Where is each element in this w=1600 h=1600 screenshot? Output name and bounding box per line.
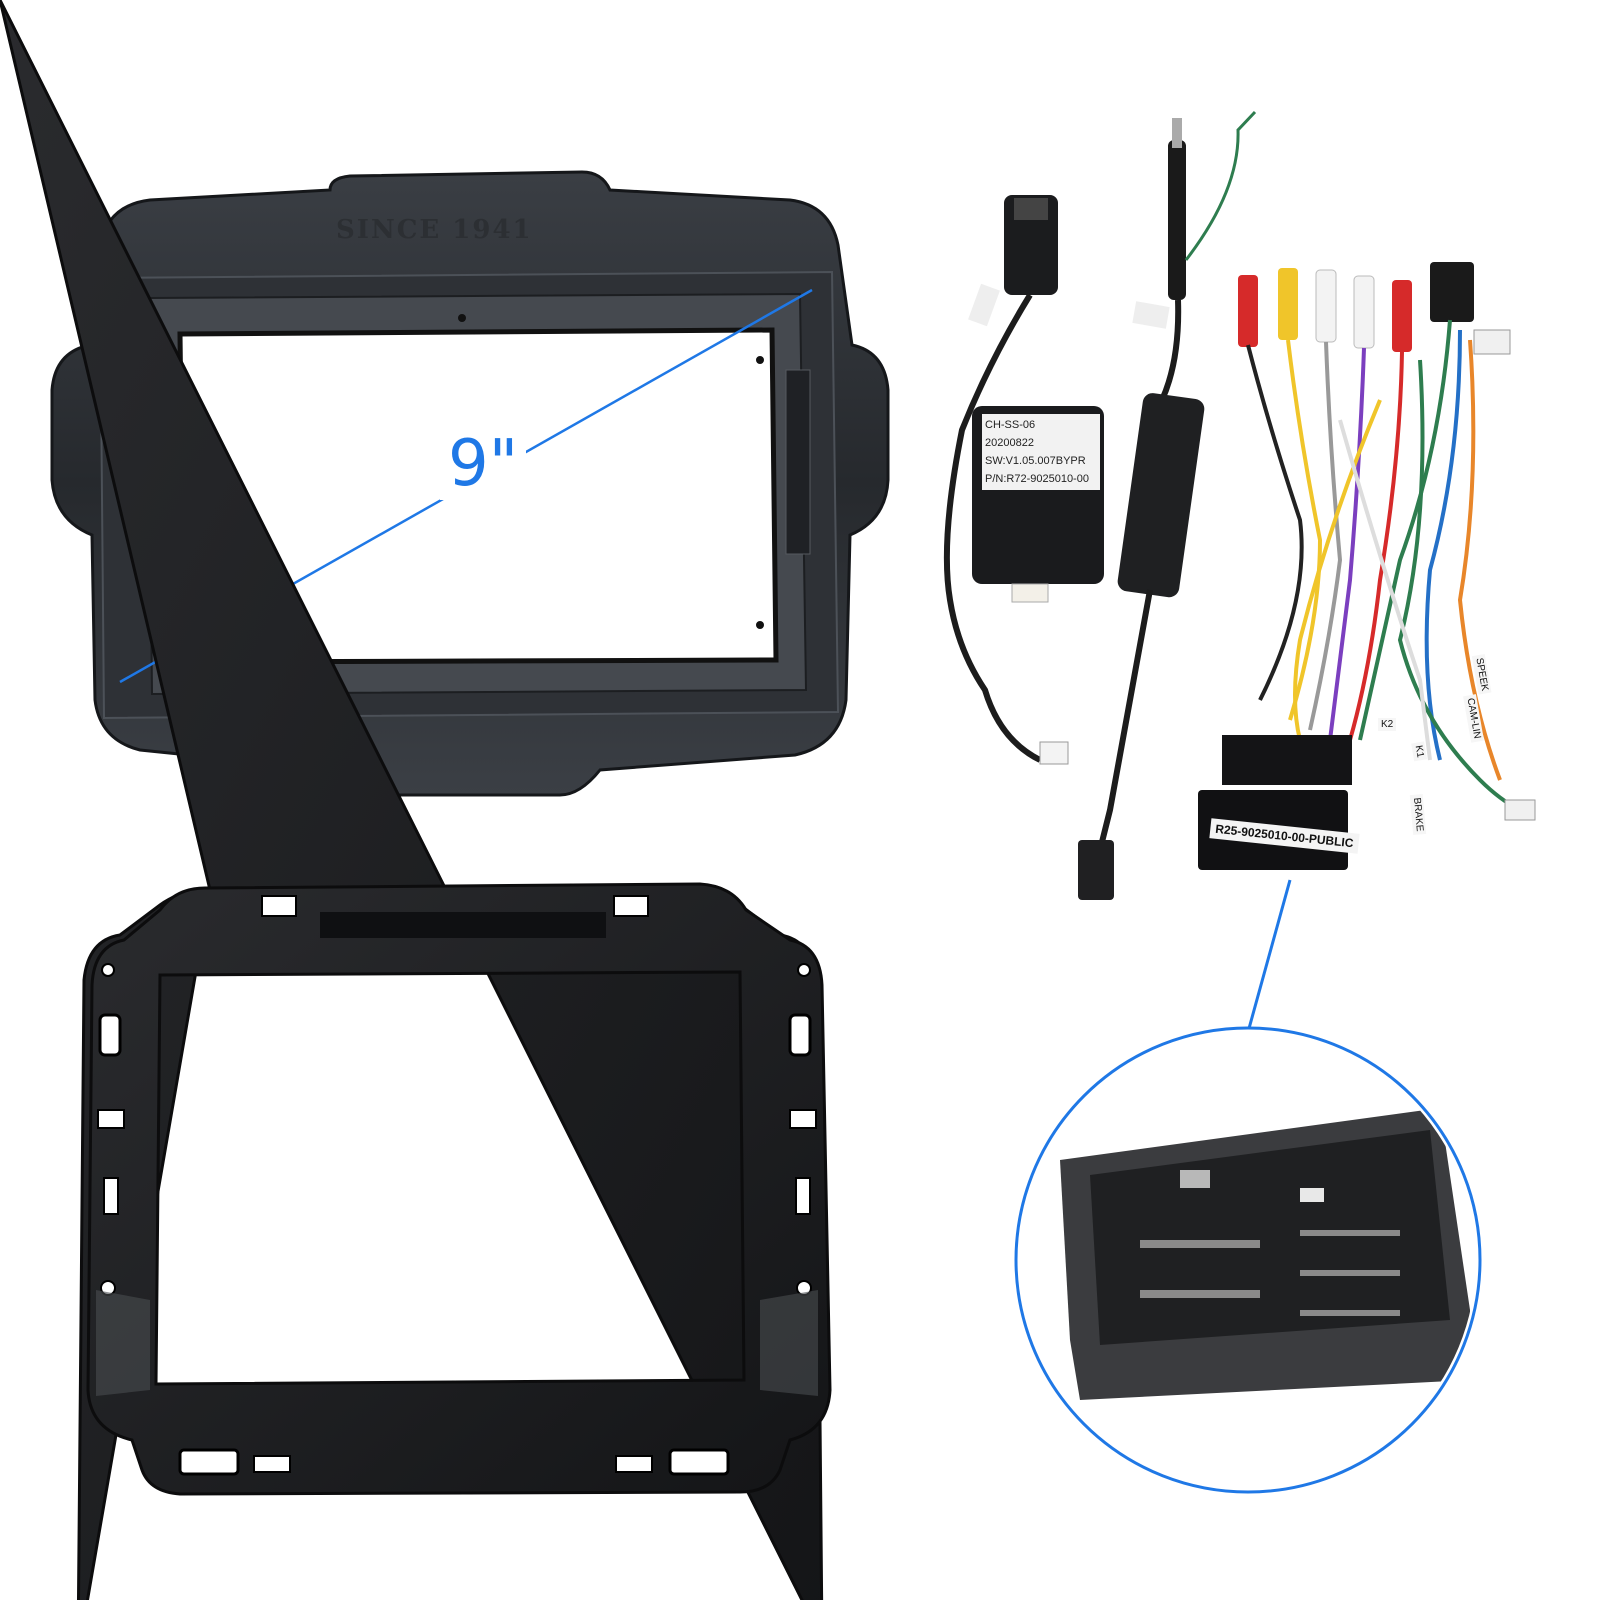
module-label-line1: CH-SS-06 [985, 419, 1036, 431]
module-label: CH-SS-06 20200822 SW:V1.05.007BYPR P/N:R… [982, 414, 1100, 490]
connector-closeup [1014, 1026, 1482, 1494]
usb-cable [943, 195, 1069, 765]
antenna-cable [1078, 110, 1257, 900]
harness-tag-k2: K2 [1378, 718, 1397, 731]
module-label-line2: 20200822 [985, 437, 1034, 449]
mounting-bracket [0, 0, 832, 1600]
wiring-harness [1198, 262, 1536, 870]
module-label-line4: P/N:R72-9025010-00 [985, 473, 1089, 485]
embossed-text: SINCE 1941 [336, 215, 533, 245]
screen-size-label: 9" [440, 428, 527, 500]
module-label-line3: SW:V1.05.007BYPR [985, 455, 1086, 467]
